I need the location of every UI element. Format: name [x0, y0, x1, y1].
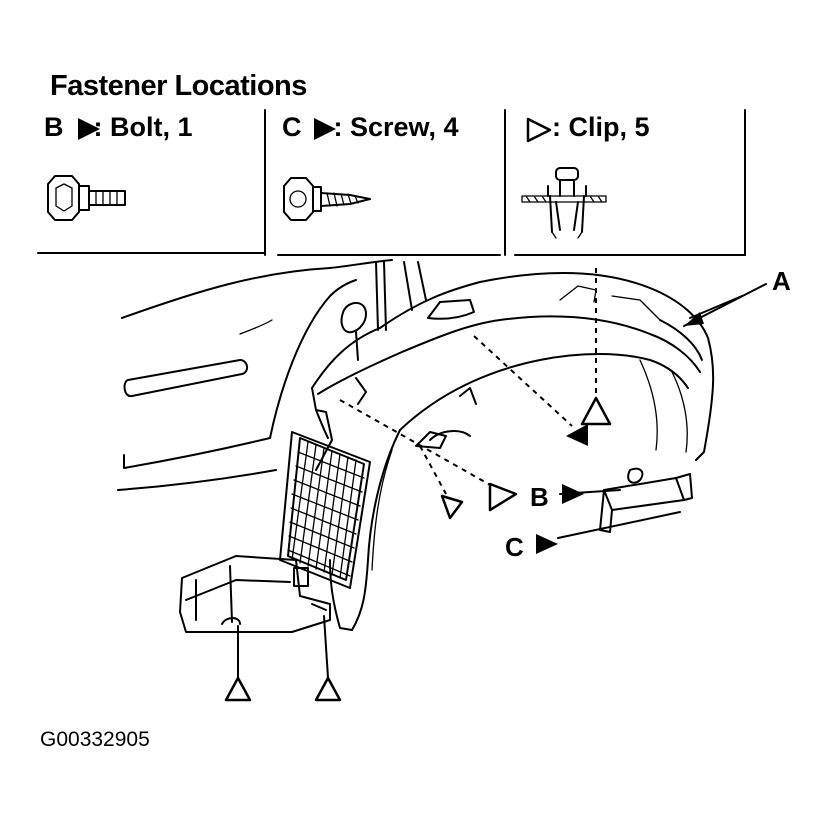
- bolt-marker-top: [566, 424, 588, 446]
- legend-clip: : Clip, 5: [522, 112, 650, 143]
- figure-code: G00332905: [40, 728, 150, 751]
- clip-marker-left: [440, 494, 464, 520]
- clip-marker-center: [488, 482, 518, 512]
- car-body-outline: [117, 259, 427, 491]
- leader-lines: [237, 268, 767, 679]
- clip-marker-top: [580, 396, 612, 426]
- callout-b: B: [530, 482, 549, 512]
- legend-bolt-text: : Bolt, 1: [93, 112, 193, 142]
- grille-panel: [279, 431, 371, 589]
- legend-screw-text: : Screw, 4: [333, 112, 459, 142]
- clip-marker-bottom-right: [314, 676, 342, 702]
- diagram-title: Fastener Locations: [50, 70, 307, 102]
- legend-bolt: B : Bolt, 1: [44, 112, 193, 143]
- solid-triangle-icon: [314, 118, 336, 140]
- legend-screw: C : Screw, 4: [282, 112, 459, 143]
- clip-marker-bottom-left: [224, 676, 252, 702]
- legend-clip-text: : Clip, 5: [552, 112, 650, 142]
- callout-a: A: [772, 266, 791, 296]
- legend-bolt-letter: B: [44, 112, 64, 142]
- bolt-icon: [47, 175, 126, 221]
- bolt-marker-b: [562, 484, 584, 504]
- legend-frame: [37, 109, 746, 256]
- hollow-triangle-icon: [526, 117, 552, 143]
- screw-marker-c: [536, 534, 558, 554]
- clip-icon: [521, 167, 607, 239]
- lower-bracket: [179, 555, 331, 633]
- screw-icon: [283, 177, 371, 221]
- callout-c: C: [505, 532, 524, 562]
- legend-screw-letter: C: [282, 112, 302, 142]
- fastener-markers: [224, 396, 612, 702]
- solid-triangle-icon: [78, 118, 100, 140]
- fender-liner: [311, 272, 715, 631]
